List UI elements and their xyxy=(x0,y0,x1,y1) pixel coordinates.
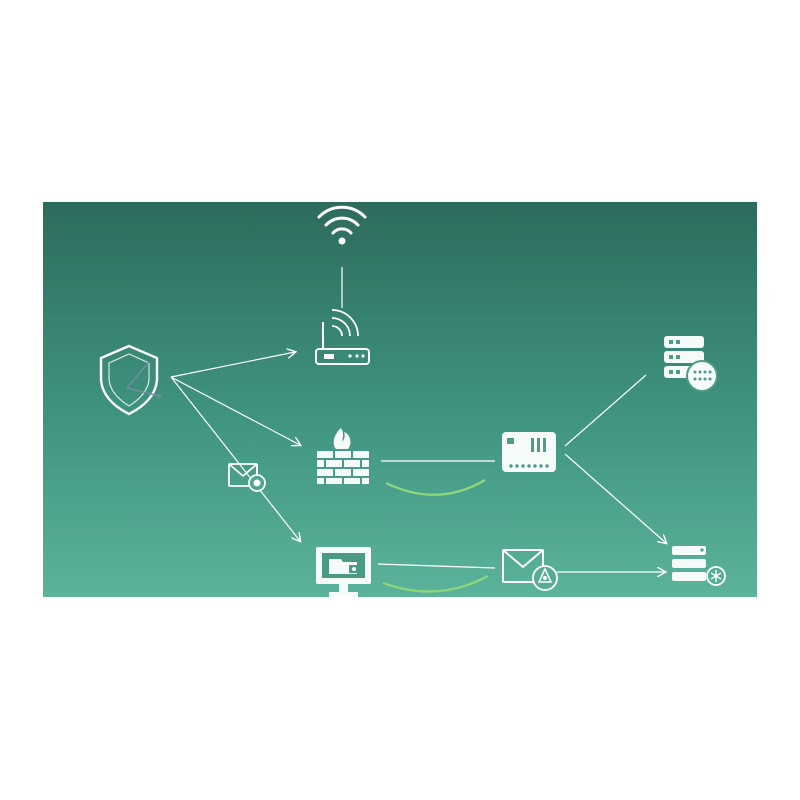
firewall-flow-curve xyxy=(386,480,485,495)
email-threat-icon xyxy=(503,550,557,590)
network-diagram xyxy=(43,202,757,597)
router-icon xyxy=(316,310,369,364)
secure-email-icon xyxy=(229,464,265,491)
shield-firewall-arrow xyxy=(171,377,300,445)
shield-icon xyxy=(101,346,161,414)
workstation-email-link xyxy=(378,564,495,568)
diagram-panel xyxy=(43,202,757,597)
server-threat-icon xyxy=(672,546,725,585)
network-switch-icon xyxy=(502,432,556,472)
shield-workstation-arrow xyxy=(171,377,300,541)
switch-serverstack-link xyxy=(565,375,646,446)
workstation-icon xyxy=(316,547,371,597)
wifi-icon xyxy=(319,207,365,245)
switch-serverthreat-arrow xyxy=(565,454,666,543)
server-stack-icon xyxy=(664,336,717,391)
connections xyxy=(171,267,666,572)
data-flow-curves xyxy=(383,480,488,592)
workstation-flow-curve xyxy=(383,576,488,592)
firewall-icon xyxy=(317,428,369,484)
shield-router-arrow xyxy=(171,352,295,377)
